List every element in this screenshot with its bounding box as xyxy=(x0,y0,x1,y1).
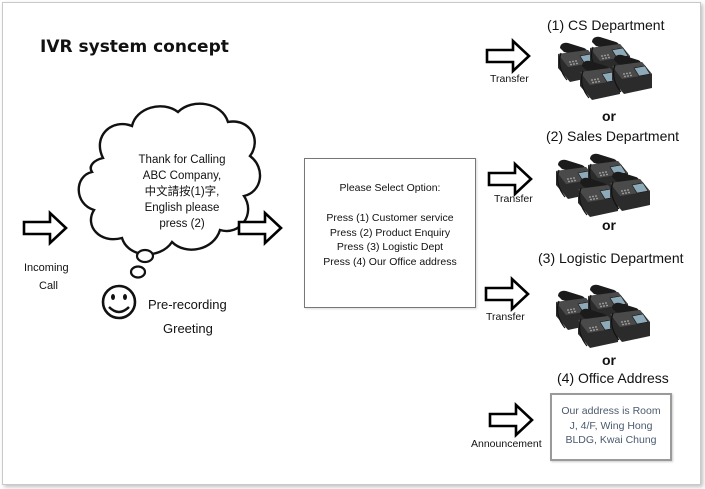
phone-group-icon-logistic xyxy=(556,285,650,348)
transfer-arrow-icon-2 xyxy=(487,162,533,196)
greeting-line: English please xyxy=(144,202,220,214)
greeting-line: 中文請按(1)字, xyxy=(144,186,220,198)
page-title: IVR system concept xyxy=(40,37,229,57)
announcement-arrow-icon xyxy=(488,403,534,437)
option-item: Press (4) Our Office address xyxy=(323,255,457,268)
call-label: Call xyxy=(39,280,58,292)
option-item: Press (2) Product Enquiry xyxy=(329,226,451,239)
greeting-message: Thank for Calling ABC Company, 中文請按(1)字,… xyxy=(112,152,252,232)
address-text: Our address is Room J, 4/F, Wing Hong BL… xyxy=(552,404,670,448)
incoming-arrow-icon xyxy=(22,211,68,245)
transfer-arrow-icon-3 xyxy=(484,277,530,311)
option-menu-title: Please Select Option: xyxy=(339,182,441,194)
greeting-line: press (2) xyxy=(159,218,205,230)
address-line: BLDG, Kwai Chung xyxy=(565,434,657,446)
option-item: Press (1) Customer service xyxy=(326,212,454,224)
or-label-2: or xyxy=(602,217,616,233)
option-menu-box: Please Select Option: Press (1) Customer… xyxy=(304,158,476,308)
transfer-label-3: Transfer xyxy=(486,311,525,323)
or-label-3: or xyxy=(602,352,616,368)
option-list: Press (1) Customer service Press (2) Pro… xyxy=(305,211,475,269)
address-line: Our address is Room xyxy=(561,405,661,417)
greeting-line: ABC Company, xyxy=(142,170,222,182)
smiley-face-icon xyxy=(101,284,137,320)
transfer-label-1: Transfer xyxy=(490,73,529,85)
transfer-arrow-icon-1 xyxy=(485,39,531,73)
incoming-label: Incoming xyxy=(24,262,69,274)
address-line: J, 4/F, Wing Hong xyxy=(569,419,653,432)
option-item: Press (3) Logistic Dept xyxy=(336,241,444,253)
thought-cloud xyxy=(77,102,262,279)
logistic-department-label: (3) Logistic Department xyxy=(538,250,684,266)
phone-group-icon-sales xyxy=(556,154,650,217)
announcement-label: Announcement xyxy=(471,438,542,450)
greeting-label: Greeting xyxy=(163,321,213,336)
greeting-line: Thank for Calling xyxy=(138,154,226,166)
sales-department-label: (2) Sales Department xyxy=(546,128,680,144)
office-address-label: (4) Office Address xyxy=(557,370,669,386)
phone-group-icon-cs xyxy=(558,37,652,100)
pre-recording-label: Pre-recording xyxy=(148,297,227,312)
address-box: Our address is Room J, 4/F, Wing Hong BL… xyxy=(550,393,672,461)
cs-department-label: (1) CS Department xyxy=(547,17,665,33)
transfer-label-2: Transfer xyxy=(494,193,533,205)
or-label-1: or xyxy=(602,108,616,124)
